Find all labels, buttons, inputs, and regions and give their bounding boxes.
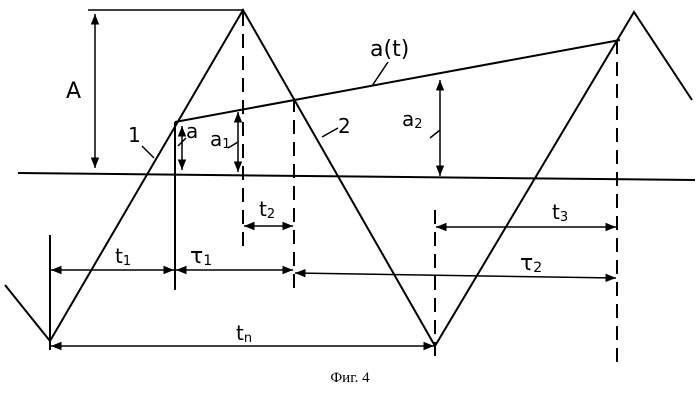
label-tn: tn [236, 321, 252, 346]
curve1-leader [142, 146, 154, 158]
label-curve1: 1 [128, 123, 141, 147]
tau2-arrow [295, 273, 616, 278]
label-a: a [186, 119, 198, 143]
label-t1: t1 [115, 244, 131, 269]
label-a1: a1 [210, 127, 231, 152]
label-A: A [66, 79, 81, 104]
a2-leader [430, 130, 440, 138]
label-tau1: τ1 [190, 244, 212, 269]
label-curve2: 2 [338, 114, 351, 138]
label-t2: t2 [259, 197, 275, 222]
curve2-leader [322, 128, 338, 137]
label-a2: a2 [402, 107, 423, 132]
figure-caption: Фиг. 4 [0, 370, 700, 387]
label-t3: t3 [552, 200, 568, 225]
baseline-line [18, 173, 695, 180]
label-a-of-t: a(t) [370, 37, 409, 62]
label-tau2: τ2 [520, 251, 542, 276]
